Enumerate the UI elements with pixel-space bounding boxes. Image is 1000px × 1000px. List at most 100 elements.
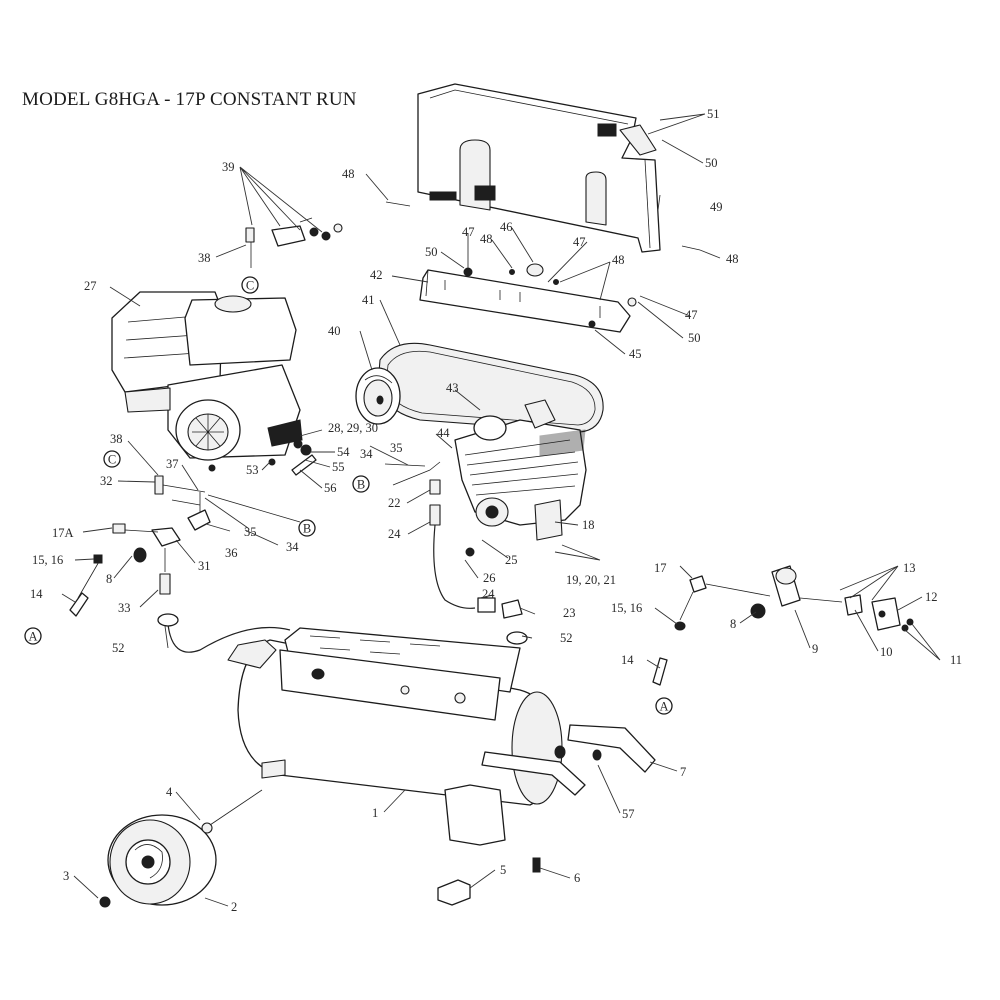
callout-25: 25 [505, 553, 518, 567]
air-tank [227, 627, 656, 846]
compressor-pump [454, 399, 587, 541]
callout-38-left: 38 [110, 432, 123, 446]
callout-34-left: 34 [286, 540, 299, 554]
discharge-tube [433, 524, 476, 609]
callout-47-a: 47 [462, 225, 475, 239]
callout-12: 12 [925, 590, 938, 604]
callout-43: 43 [446, 381, 459, 395]
wheel [107, 814, 217, 906]
callout-56: 56 [324, 481, 337, 495]
callout-24-left: 24 [388, 527, 401, 541]
callout-50-b: 50 [688, 331, 701, 345]
connector-label: A [28, 630, 37, 644]
callout-45: 45 [629, 347, 642, 361]
callout-24-right: 24 [482, 587, 495, 601]
callout-48-a: 48 [342, 167, 355, 181]
callout-48-d: 48 [726, 252, 739, 266]
callout-36: 36 [225, 546, 238, 560]
callout-17a: 17A [52, 526, 74, 540]
callout-53: 53 [246, 463, 259, 477]
connector-a-left: A [24, 627, 42, 645]
left-manifold [69, 475, 301, 627]
callout-13: 13 [903, 561, 916, 575]
rubber-foot [437, 879, 471, 906]
callout-48-b: 48 [480, 232, 493, 246]
callout-19-20-21: 19, 20, 21 [566, 573, 616, 587]
callout-22: 22 [388, 496, 401, 510]
callout-23: 23 [563, 606, 576, 620]
callout-47-b: 47 [573, 235, 586, 249]
callout-11: 11 [950, 653, 962, 667]
callout-35-left: 35 [244, 525, 257, 539]
callout-31: 31 [198, 559, 211, 573]
connector-label: B [357, 478, 365, 492]
callout-46: 46 [500, 220, 513, 234]
callout-54: 54 [337, 445, 350, 459]
callout-41: 41 [362, 293, 375, 307]
leader-lines [61, 113, 941, 907]
guard-hardware [385, 201, 701, 328]
callout-49: 49 [710, 200, 723, 214]
engine-pulley [355, 367, 401, 425]
callout-14-left: 14 [30, 587, 43, 601]
callout-8-left: 8 [106, 572, 112, 586]
callout-4: 4 [166, 785, 173, 799]
gas-engine [111, 291, 303, 461]
callout-17: 17 [654, 561, 667, 575]
callout-35-right: 35 [390, 441, 403, 455]
callout-48-c: 48 [612, 253, 625, 267]
callout-15-16-left: 15, 16 [32, 553, 63, 567]
callout-28-29-30: 28, 29, 30 [328, 421, 378, 435]
callout-44: 44 [437, 426, 450, 440]
connector-label: A [659, 700, 668, 714]
callout-27: 27 [84, 279, 97, 293]
callout-47-c: 47 [685, 308, 698, 322]
callout-18: 18 [582, 518, 595, 532]
callout-42: 42 [370, 268, 383, 282]
connector-b-right: B [298, 519, 316, 537]
callout-8-right: 8 [730, 617, 736, 631]
callout-9: 9 [812, 642, 818, 656]
connector-c-left: C [103, 450, 121, 468]
connector-label: C [108, 453, 116, 467]
callout-3: 3 [63, 869, 69, 883]
axle-bolt [99, 789, 263, 908]
callout-57: 57 [622, 807, 635, 821]
callout-7: 7 [680, 765, 686, 779]
engine-fasteners [208, 439, 317, 476]
regulator-assembly [652, 565, 914, 686]
callout-51: 51 [707, 107, 720, 121]
throttle-control [245, 217, 343, 268]
callout-50-c: 50 [705, 156, 718, 170]
connector-label: C [246, 279, 254, 293]
callout-55: 55 [332, 460, 345, 474]
callout-10: 10 [880, 645, 893, 659]
pump-fittings [384, 461, 528, 645]
belt-guard [417, 83, 661, 253]
belt-guard-bracket [419, 269, 631, 333]
connector-label: B [303, 522, 311, 536]
callout-14-right: 14 [621, 653, 634, 667]
callout-1: 1 [372, 806, 378, 820]
callout-32: 32 [100, 474, 113, 488]
callout-15-16-right: 15, 16 [611, 601, 642, 615]
connector-b-left: B [352, 475, 370, 493]
callout-37: 37 [166, 457, 179, 471]
callout-40: 40 [328, 324, 341, 338]
callout-labels: 1 2 3 4 5 6 7 8 8 9 10 11 12 13 14 14 15… [30, 107, 962, 914]
left-hose [167, 623, 291, 653]
callout-6: 6 [574, 871, 580, 885]
callout-33: 33 [118, 601, 131, 615]
callout-52-left: 52 [112, 641, 125, 655]
callout-52-right: 52 [560, 631, 573, 645]
drain-valve [532, 857, 541, 873]
callout-50-a: 50 [425, 245, 438, 259]
connector-c-top: C [241, 276, 259, 294]
callout-38-top: 38 [198, 251, 211, 265]
callout-34-right: 34 [360, 447, 373, 461]
callout-39: 39 [222, 160, 235, 174]
callout-26: 26 [483, 571, 496, 585]
diagram-title: MODEL G8HGA - 17P CONSTANT RUN [22, 89, 357, 110]
callout-2: 2 [231, 900, 237, 914]
